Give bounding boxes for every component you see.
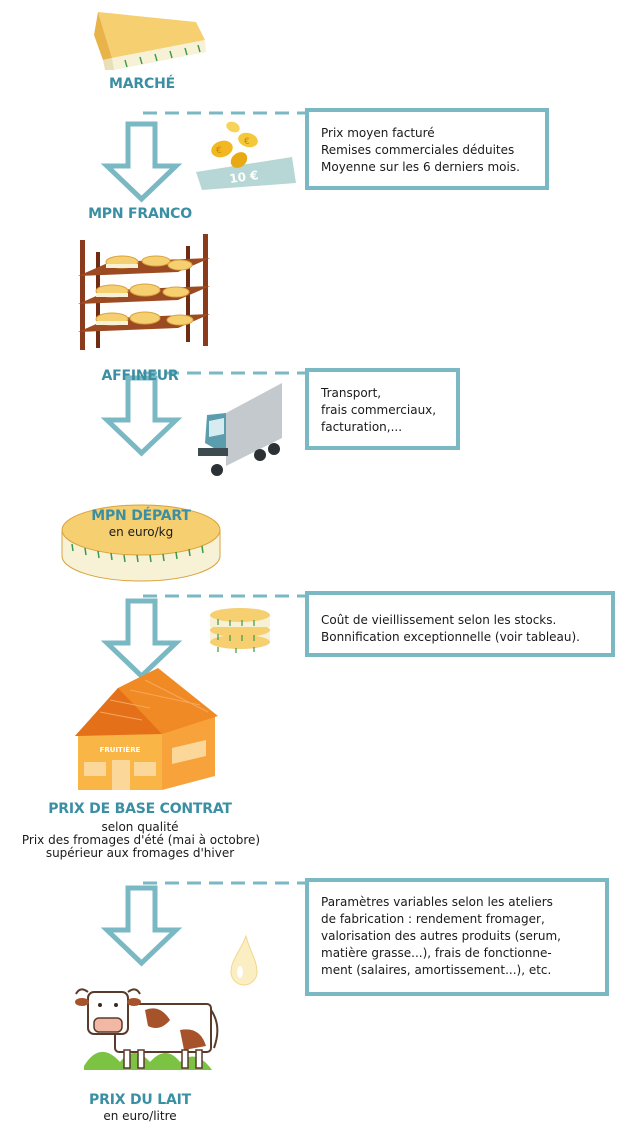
note-box-mpn-depart: Coût de vieillissement selon les stocks.… [305, 591, 615, 657]
stage-sub-prix-lait: en euro/litre [103, 1109, 177, 1123]
svg-text:€: € [216, 146, 222, 156]
svg-text:€: € [244, 137, 250, 147]
note-line: Prix moyen facturé [321, 126, 435, 140]
cheese-wedge-icon [94, 12, 206, 70]
stage-sub-mpn-depart: en euro/kg [108, 525, 174, 539]
milk-drop-icon [230, 934, 258, 986]
note-line: Coût de vieillissement selon les stocks. [321, 613, 557, 627]
note-line: valorisation des autres produits (serum, [321, 929, 561, 943]
down-arrow-icon-3 [100, 598, 183, 680]
note-line: Remises commerciales déduites [321, 143, 515, 157]
stage-sub-prix-base-2: Prix des fromages d'été (mai à octobre) [21, 833, 261, 847]
fruitiere-building-icon: FRUITIÈRE [75, 668, 218, 790]
note-box-marche: Prix moyen facturé Remises commerciales … [305, 108, 549, 190]
stage-label-affineur: AFFINEUR [101, 368, 179, 384]
stage-label-prix-lait: PRIX DU LAIT [89, 1092, 191, 1108]
down-arrow-icon-1 [100, 121, 183, 203]
note-line: ment (salaires, amortissement...), etc. [321, 963, 552, 977]
down-arrows [100, 121, 183, 967]
stage-sub-prix-base-3: supérieur aux fromages d'hiver [45, 846, 235, 860]
note-line: facturation,... [321, 420, 403, 434]
down-arrow-icon-4 [100, 885, 183, 967]
note-line: Moyenne sur les 6 derniers mois. [321, 160, 520, 174]
cow-icon [75, 988, 219, 1070]
note-line: frais commerciaux, [321, 403, 437, 417]
note-line: Transport, [321, 386, 382, 400]
dashed-connectors [143, 111, 305, 885]
banknote-label: 10 € [228, 168, 259, 186]
note-line: Paramètres variables selon les ateliers [321, 895, 553, 909]
fruitiere-sign: FRUITIÈRE [100, 745, 141, 754]
stage-label-mpn-franco: MPN FRANCO [88, 206, 192, 222]
note-line: Bonnification exceptionnelle (voir table… [321, 630, 580, 644]
note-line: de fabrication : rendement fromager, [321, 912, 545, 926]
stage-label-marche: MARCHÉ [109, 76, 175, 92]
cheese-wheel-icon [61, 504, 221, 582]
stage-label-prix-base: PRIX DE BASE CONTRAT [48, 801, 232, 817]
truck-icon [198, 383, 282, 476]
note-box-prix-base: Paramètres variables selon les ateliers … [305, 878, 609, 996]
coin-stack-icon [210, 608, 270, 653]
stage-sub-prix-base-1: selon qualité [101, 820, 179, 834]
note-box-affineur: Transport, frais commerciaux, facturatio… [305, 368, 460, 450]
stage-label-mpn-depart: MPN DÉPART [91, 508, 191, 524]
note-line: matière grasse...), frais de fonctionne- [321, 946, 552, 960]
down-arrow-icon-2 [100, 375, 183, 457]
aging-shelves-icon [78, 234, 210, 350]
coins-banknote-icon: 10 € € € [196, 121, 296, 190]
